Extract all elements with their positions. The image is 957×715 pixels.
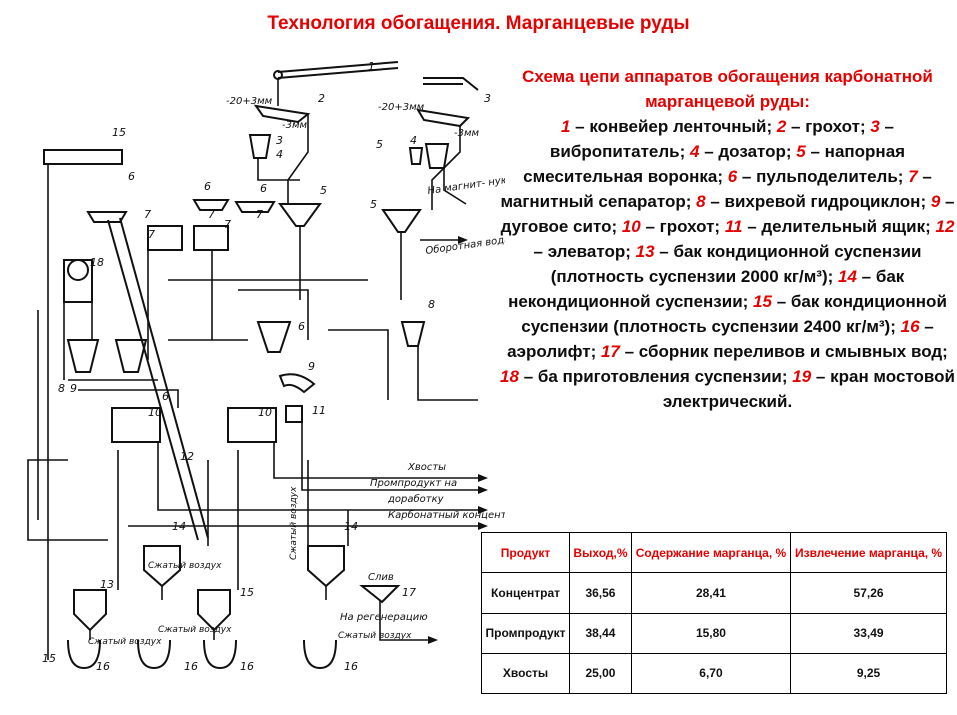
caption-item-18: 18 – ба приготовления суспензии; — [500, 367, 793, 386]
caption-item-17: 17 – сборник переливов и смывных вод; — [600, 342, 948, 361]
label-to-magnetic: На магнит- ную сепарацию — [427, 166, 505, 197]
header-recovery: Извлечение марганца, % — [790, 531, 947, 574]
svg-text:4: 4 — [276, 148, 283, 161]
label-undersize-right: -3мм — [454, 128, 480, 139]
caption-item-3: 3 – вибропитатель; — [549, 117, 895, 161]
caption-item-14: 14 – бак некондиционной суспензии; — [508, 267, 905, 311]
svg-text:2: 2 — [318, 92, 325, 105]
caption-item-19: 19 – кран мостовой электрический. — [662, 367, 955, 411]
label-to-processing: доработку — [387, 493, 445, 505]
results-table: Продукт Выход,% Содержание марганца, % И… — [480, 531, 947, 695]
svg-text:10: 10 — [148, 406, 162, 419]
flowsheet-diagram: 1 2 3 3 4 4 5 5 5 6 6 6 6 6 7 7 7 7 7 8 … — [27, 60, 505, 673]
header-product: Продукт — [480, 531, 571, 574]
svg-text:7: 7 — [144, 208, 151, 221]
caption-heading: Схема цепи аппаратов обогащения карбонат… — [522, 67, 933, 111]
caption-item-12: 12 – элеватор; — [533, 217, 955, 261]
table-header-row: Продукт Выход,% Содержание марганца, % И… — [480, 531, 947, 574]
svg-text:6: 6 — [260, 182, 267, 195]
label-air-2: Сжатый воздух — [289, 486, 299, 560]
svg-text:9: 9 — [308, 360, 315, 373]
caption-item-6: 6 – пульподелитель; — [727, 167, 909, 186]
label-return-water: Оборотная вода — [425, 233, 505, 257]
svg-text:16: 16 — [96, 660, 110, 673]
label-tailings: Хвосты — [407, 462, 446, 473]
svg-text:5: 5 — [370, 198, 377, 211]
svg-text:3: 3 — [276, 134, 283, 147]
caption-item-9: 9 – дуговое сито; — [500, 192, 955, 236]
svg-text:6: 6 — [128, 170, 135, 183]
svg-text:1: 1 — [368, 60, 375, 73]
caption-item-2: 2 – грохот; — [776, 117, 871, 136]
svg-text:16: 16 — [344, 660, 358, 673]
svg-text:14: 14 — [172, 520, 186, 533]
header-content: Содержание марганца, % — [630, 531, 792, 574]
svg-text:13: 13 — [100, 578, 114, 591]
svg-text:15: 15 — [112, 126, 126, 139]
label-undersize-left: -3мм — [282, 120, 308, 131]
caption-item-5: 5 – напорная смесительная воронка; — [523, 142, 906, 186]
screen-2-left — [253, 104, 311, 124]
label-middlings: Промпродукт на — [370, 478, 457, 489]
table-row: Хвосты 25,00 6,70 9,25 — [480, 652, 947, 695]
crane-bridge — [43, 149, 123, 165]
label-air-4: Сжатый воздух — [158, 625, 232, 635]
svg-text:5: 5 — [376, 138, 383, 151]
svg-text:8: 8 — [428, 298, 435, 311]
mixing-funnel-right — [381, 209, 422, 233]
page-title: Технология обогащения. Марганцевые руды — [267, 13, 690, 34]
caption-item-7: 7 – магнитный сепаратор; — [500, 167, 932, 211]
label-to-regeneration: На регенерацию — [340, 612, 428, 623]
header-yield: Выход,% — [569, 531, 632, 574]
label-concentrate: Карбонатный концентрат — [388, 509, 505, 521]
svg-text:9: 9 — [70, 382, 77, 395]
svg-text:10: 10 — [258, 406, 272, 419]
caption-item-15: 15 – бак кондиционной суспензии (плотнос… — [521, 292, 947, 336]
svg-text:7: 7 — [224, 218, 231, 231]
caption-item-16: 16 – аэролифт; — [507, 317, 934, 361]
caption-item-11: 11 – делительный ящик; — [724, 217, 936, 236]
svg-text:6: 6 — [204, 180, 211, 193]
table-row: Концентрат 36,56 28,41 57,26 — [480, 572, 947, 614]
caption-item-13: 13 – бак кондиционной суспензии (плотнос… — [550, 242, 922, 286]
svg-text:11: 11 — [312, 404, 326, 417]
label-air-1: Сжатый воздух — [148, 561, 222, 571]
caption-item-1: 1 – конвейер ленточный; — [560, 117, 777, 136]
label-size-right: -20+3мм — [378, 102, 425, 113]
svg-text:16: 16 — [240, 660, 254, 673]
label-drain: Слив — [368, 572, 394, 583]
caption-item-10: 10 – грохот; — [621, 217, 725, 236]
svg-text:18: 18 — [90, 256, 104, 269]
svg-text:14: 14 — [344, 520, 358, 533]
svg-text:5: 5 — [320, 184, 327, 197]
svg-text:6: 6 — [162, 390, 169, 403]
svg-text:16: 16 — [184, 660, 198, 673]
svg-text:7: 7 — [256, 208, 263, 221]
conveyor-belt — [277, 61, 399, 79]
svg-text:7: 7 — [208, 208, 215, 221]
caption-item-4: 4 – дозатор; — [690, 142, 797, 161]
svg-text:12: 12 — [180, 450, 194, 463]
svg-text:15: 15 — [240, 586, 254, 599]
svg-text:17: 17 — [402, 586, 416, 599]
scheme-caption: Схема цепи аппаратов обогащения карбонат… — [500, 64, 955, 414]
screen-2-right — [416, 108, 471, 128]
svg-text:4: 4 — [410, 134, 417, 147]
label-air-5: Сжатый воздух — [338, 631, 412, 641]
svg-text:3: 3 — [484, 92, 491, 105]
table-row: Промпродукт 38,44 15,80 33,49 — [480, 612, 947, 654]
caption-item-8: 8 – вихревой гидроциклон; — [696, 192, 931, 211]
mixing-funnel-left — [278, 203, 322, 227]
svg-text:8: 8 — [58, 382, 65, 395]
label-size-left: -20+3мм — [226, 96, 273, 107]
svg-text:7: 7 — [148, 228, 155, 241]
svg-text:6: 6 — [298, 320, 305, 333]
svg-text:15: 15 — [42, 652, 56, 665]
label-air-3: Сжатый воздух — [88, 637, 162, 647]
